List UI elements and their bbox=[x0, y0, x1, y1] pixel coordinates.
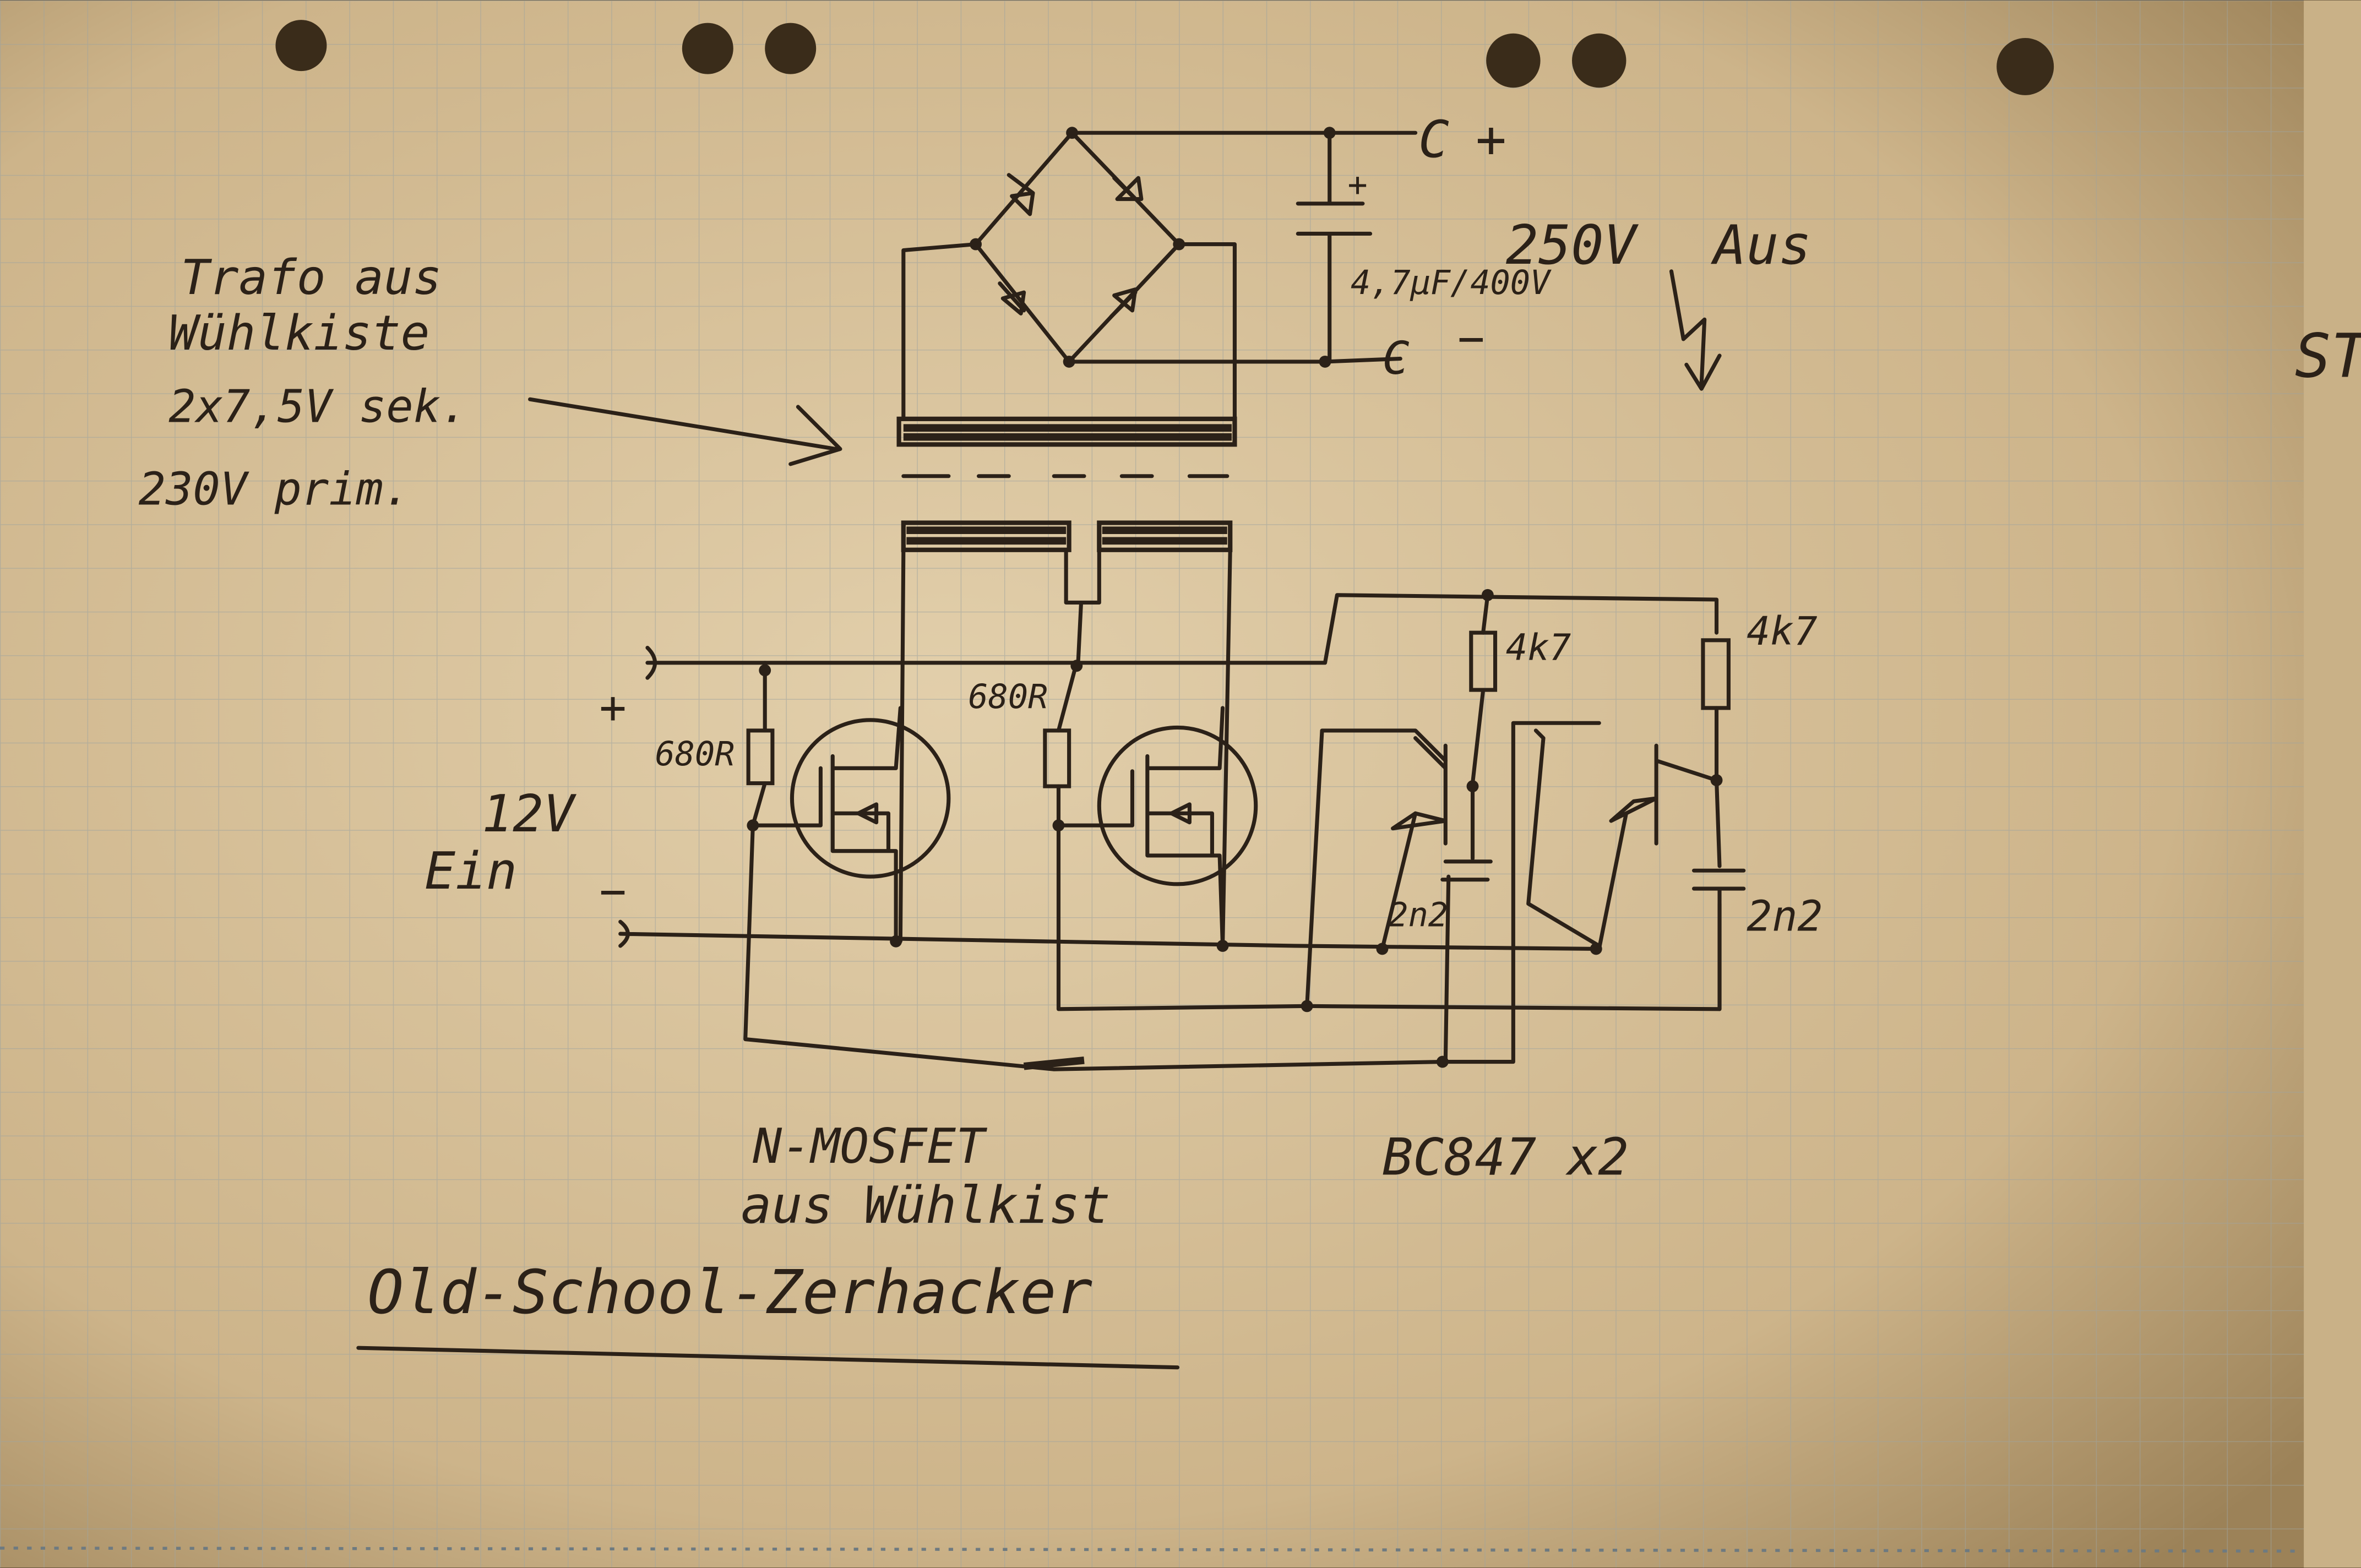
punch-holes bbox=[275, 20, 2054, 95]
bjt-1 bbox=[1391, 736, 1448, 846]
output-plus-sign: + bbox=[1476, 110, 1506, 169]
diode-icon bbox=[1112, 176, 1144, 202]
bridge-rectifier bbox=[901, 127, 1418, 421]
gate-resistor-2-label: 680R bbox=[968, 678, 1048, 716]
paper-bottom-edge bbox=[0, 1547, 2304, 1553]
transformer-primary-label: 230V prim. bbox=[139, 464, 411, 516]
mosfet-2 bbox=[1056, 706, 1258, 948]
bjt-2 bbox=[1609, 743, 1719, 846]
collector-resistor-2 bbox=[1701, 638, 1731, 710]
filter-capacitor: + 4,7µF/400V bbox=[1296, 127, 1552, 368]
gate-resistor-1 bbox=[746, 728, 775, 786]
gate-resistor-2 bbox=[1043, 728, 1071, 788]
mosfet-label-line1: N-MOSFET bbox=[752, 1118, 987, 1174]
collector-resistor-1-label: 4k7 bbox=[1506, 627, 1571, 668]
cap-plus-marker: + bbox=[1348, 166, 1368, 204]
input-minus-label: − bbox=[599, 865, 626, 918]
edge-text-fragment: ST bbox=[2295, 320, 2361, 391]
gate-resistor-1-label: 680R bbox=[655, 735, 735, 774]
transformer-secondary-label: 2x7,5V sek. bbox=[168, 380, 467, 433]
diode-icon bbox=[1109, 287, 1138, 319]
arrow-icon bbox=[528, 397, 842, 466]
transformer-label-line2: Wühlkiste bbox=[168, 305, 429, 361]
input-voltage-label: 12V bbox=[482, 784, 577, 843]
diode-icon bbox=[1007, 173, 1035, 216]
output-minus-sign: − bbox=[1457, 313, 1484, 365]
lightning-arrow-icon bbox=[1669, 269, 1722, 391]
transformer-label-line1: Trafo aus bbox=[181, 249, 442, 306]
input-label: Ein bbox=[425, 841, 517, 901]
wiring bbox=[618, 548, 1723, 1071]
capacitor-value-label: 4,7µF/400V bbox=[1351, 264, 1552, 302]
collector-resistor-1 bbox=[1469, 630, 1498, 692]
timing-capacitor-1 bbox=[1440, 859, 1493, 882]
grid-lines bbox=[0, 0, 2304, 1568]
output-plus-terminal: C bbox=[1418, 110, 1449, 169]
title-underline bbox=[356, 1346, 1180, 1370]
transistor-label: BC847 x2 bbox=[1382, 1128, 1629, 1187]
timing-capacitor-2 bbox=[1691, 868, 1746, 891]
mosfet-label-line2: aus Wühlkist bbox=[741, 1175, 1111, 1235]
second-sheet-edge bbox=[2304, 0, 2361, 1568]
output-voltage-label: 250V bbox=[1506, 214, 1639, 277]
diode-icon bbox=[998, 281, 1026, 315]
output-minus-terminal: C bbox=[1382, 333, 1409, 385]
capacitor-1-label: 2n2 bbox=[1388, 896, 1448, 934]
output-label: Aus bbox=[1710, 214, 1811, 277]
input-plus-label: + bbox=[599, 682, 626, 734]
transformer bbox=[896, 416, 1237, 665]
collector-resistor-2-label: 4k7 bbox=[1747, 608, 1818, 654]
mosfet-1 bbox=[750, 706, 951, 944]
sheet-title: Old-School-Zerhacker bbox=[367, 1257, 1092, 1327]
capacitor-2-label: 2n2 bbox=[1747, 892, 1823, 941]
